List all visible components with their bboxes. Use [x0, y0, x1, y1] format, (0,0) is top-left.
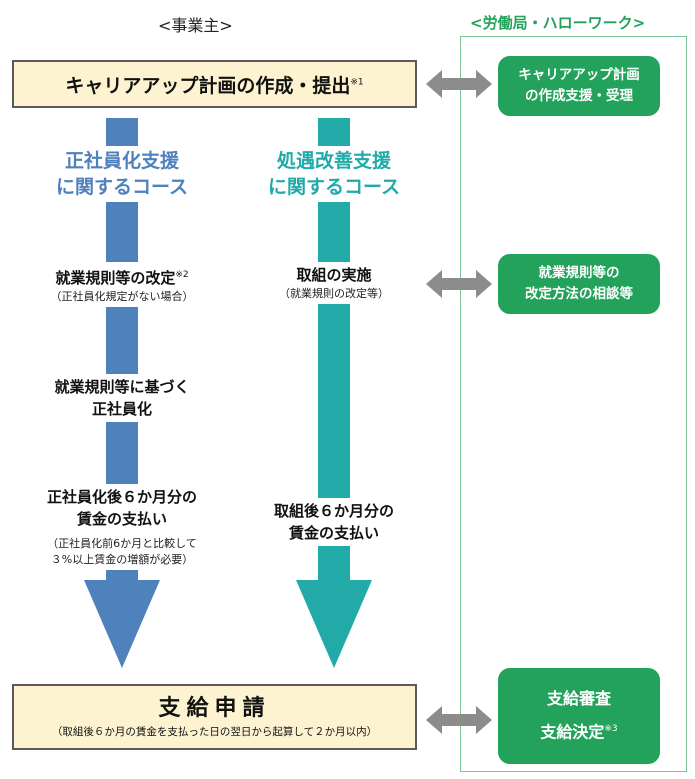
rules-double-arrow-icon — [426, 270, 492, 298]
review-note-mark: ※3 — [604, 724, 618, 735]
treatment-course-arrowhead-icon — [296, 580, 372, 668]
rules-consultation-box: 就業規則等の 改定方法の相談等 — [498, 254, 660, 314]
regular-step-rule-revision: 就業規則等の改定※2 （正社員化規定がない場合） — [26, 262, 218, 307]
treatment-course-title-line2: に関するコース — [267, 176, 401, 198]
regular-course-title-line1: 正社員化支援 — [64, 150, 179, 172]
regular-course-title-line2: に関するコース — [55, 176, 189, 198]
regular-step1-note: （正社員化規定がない場合） — [50, 290, 194, 303]
regular-step3-note-line2: ３%以上賃金の増額が必要） — [50, 553, 194, 566]
treatment-course-title: 処遇改善支援 に関するコース — [244, 146, 424, 202]
regular-step3-note-line1: （正社員化前6か月と比較して — [47, 537, 197, 550]
payment-application-note: （取組後６か月の賃金を支払った日の翌日から起算して２か月以内） — [51, 726, 378, 738]
plan-support-line1: キャリアアップ計画 — [518, 67, 640, 83]
rules-consultation-line2: 改定方法の相談等 — [525, 286, 633, 302]
rules-consultation-line1: 就業規則等の — [538, 265, 620, 281]
employer-heading: <事業主> — [158, 16, 233, 35]
plan-note-mark: ※1 — [350, 77, 364, 88]
payment-application-title: 支給申請 — [158, 696, 271, 721]
regular-step2-line1: 就業規則等に基づく — [54, 378, 190, 396]
treatment-step1-text: 取組の実施 — [296, 266, 372, 284]
treatment-step2-line1: 取組後６か月分の — [273, 502, 394, 520]
regular-step2-line2: 正社員化 — [91, 400, 152, 418]
regular-course-title: 正社員化支援 に関するコース — [32, 146, 212, 202]
regular-step1-text: 就業規則等の改定 — [55, 269, 176, 287]
treatment-course-title-line1: 処遇改善支援 — [276, 150, 391, 172]
plan-title-text: キャリアアップ計画の作成・提出 — [65, 74, 351, 97]
review-decision-box: 支給審査 支給決定※3 — [498, 668, 660, 764]
regular-step-wage-payment: 正社員化後６か月分の 賃金の支払い （正社員化前6か月と比較して ３%以上賃金の… — [20, 484, 224, 570]
regular-course-arrowhead-icon — [84, 580, 160, 668]
government-heading: <労働局・ハローワーク> — [470, 14, 646, 32]
plan-double-arrow-icon — [426, 70, 492, 98]
application-double-arrow-icon — [426, 706, 492, 734]
review-line1: 支給審査 — [546, 689, 611, 709]
regular-step3-line1: 正社員化後６か月分の — [46, 488, 197, 506]
regular-step-conversion: 就業規則等に基づく 正社員化 — [32, 374, 212, 422]
government-panel — [460, 36, 687, 772]
regular-step1-note-mark: ※2 — [175, 270, 189, 280]
plan-support-box: キャリアアップ計画 の作成支援・受理 — [498, 56, 660, 116]
review-line2: 支給決定 — [540, 722, 605, 742]
treatment-step-implementation: 取組の実施 （就業規則の改定等） — [254, 262, 414, 304]
regular-step3-line2: 賃金の支払い — [76, 510, 167, 528]
plan-submission-title: キャリアアップ計画の作成・提出※1 — [65, 71, 363, 98]
plan-submission-box: キャリアアップ計画の作成・提出※1 — [12, 60, 417, 108]
treatment-step-wage-payment: 取組後６か月分の 賃金の支払い — [244, 498, 424, 546]
treatment-step2-line2: 賃金の支払い — [288, 524, 379, 542]
treatment-step1-note: （就業規則の改定等） — [279, 287, 389, 300]
plan-support-line2: の作成支援・受理 — [525, 88, 633, 104]
payment-application-box: 支給申請 （取組後６か月の賃金を支払った日の翌日から起算して２か月以内） — [12, 684, 417, 750]
